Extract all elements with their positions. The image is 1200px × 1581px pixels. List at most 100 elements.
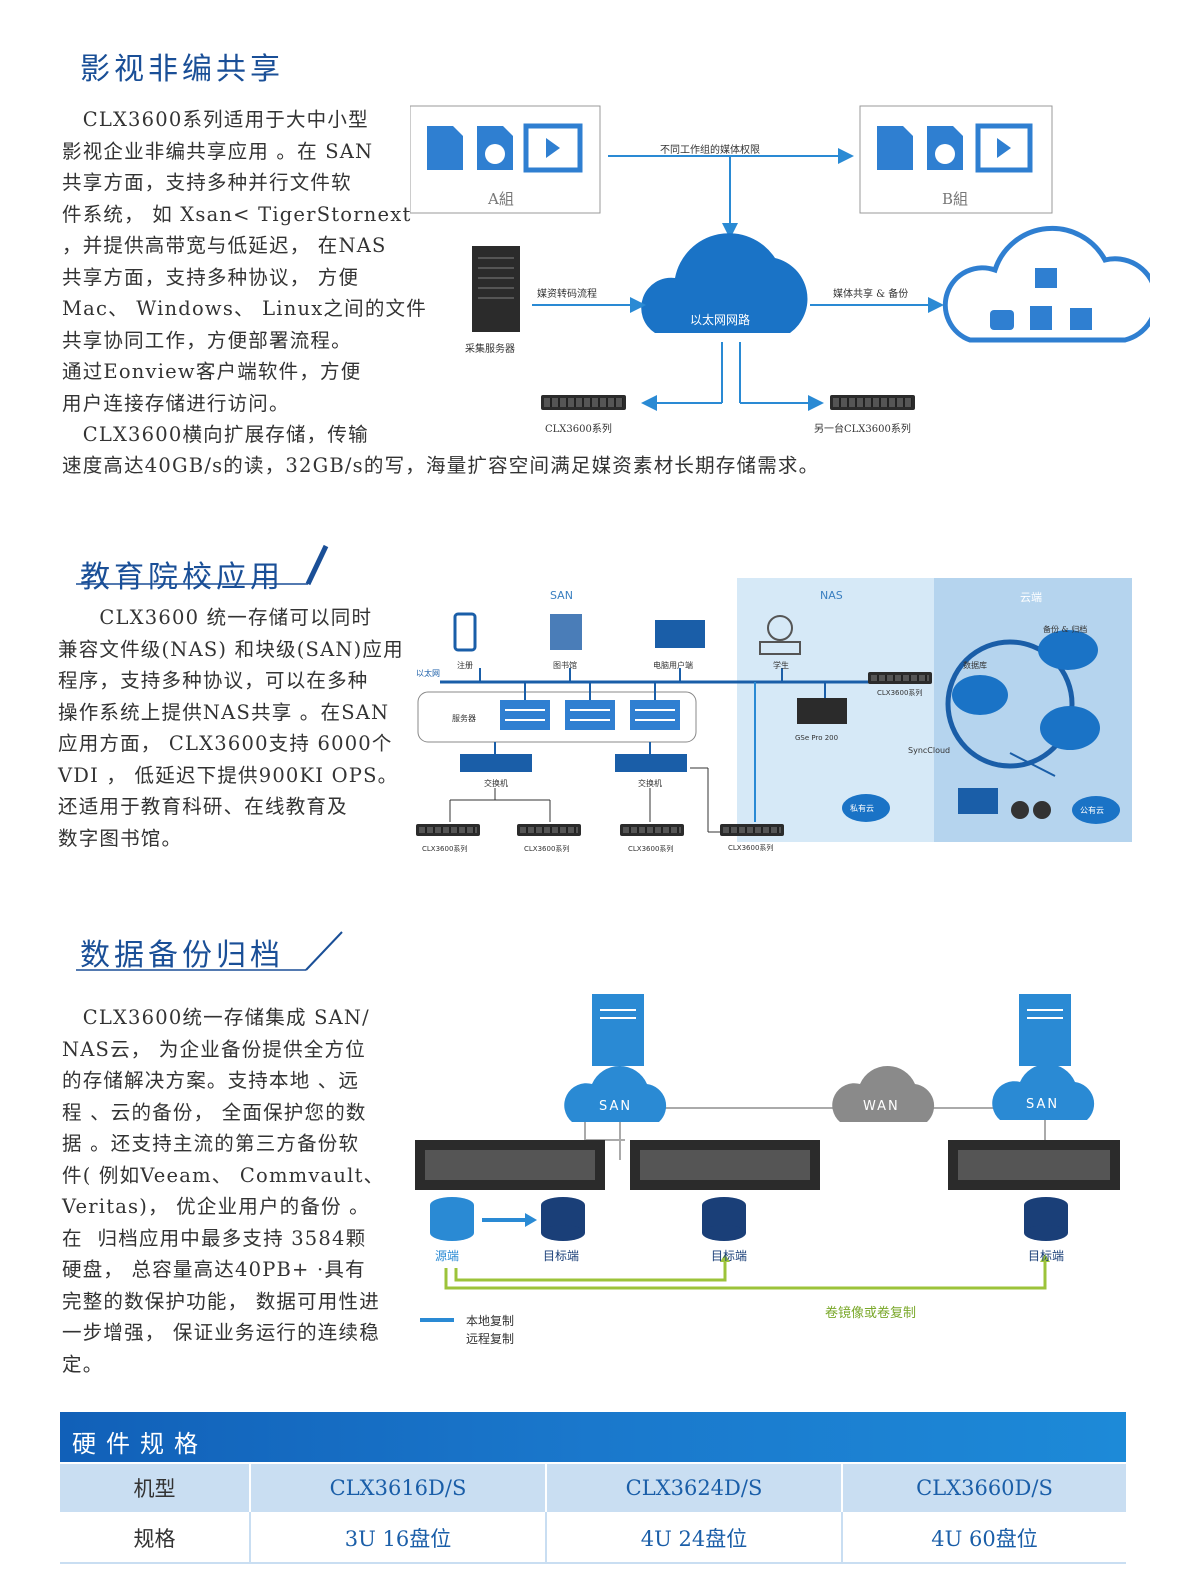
- paragraph-line: CLX3600统一存储集成 SAN/: [62, 1006, 370, 1029]
- media-rights-label: 不同工作组的媒体权限: [660, 145, 760, 156]
- san-label-2: SAN: [1026, 1097, 1060, 1112]
- clx3600-1: [416, 824, 480, 836]
- paragraph-line: Mac、 Windows、 Linux之间的文件: [62, 297, 427, 320]
- paragraph-line: ，并提供高带宽与低延迟， 在NAS: [62, 234, 387, 257]
- spec-header-cell: CLX3660D/S: [916, 1476, 1053, 1500]
- server-label: 服务器: [452, 714, 476, 723]
- san-label-1: SAN: [599, 1099, 633, 1114]
- transcode-label: 媒资转码流程: [537, 289, 597, 300]
- section2-paragraph: CLX3600 统一存储可以同时兼容文件级(NAS) 和块级(SAN)应用程序，…: [58, 602, 408, 854]
- spec-header-row: 机型 CLX3616D/S CLX3624D/S CLX3660D/S: [60, 1464, 1126, 1512]
- paragraph-line: 程 、云的备份， 全面保护您的数: [62, 1100, 367, 1124]
- local-copy-label: 本地复制: [466, 1314, 515, 1328]
- title-underline: [76, 544, 329, 586]
- clx3600-nas: [868, 672, 932, 684]
- spec-cell: 4U 24盘位: [546, 1512, 843, 1564]
- capture-server-label: 采集服务器: [465, 344, 515, 355]
- register-label: 注册: [457, 661, 473, 670]
- paragraph-line: 应用方面， CLX3600支持 6000个: [58, 732, 393, 755]
- group-a-label: A組: [488, 190, 514, 208]
- clx-series-label: CLX3600系列: [545, 424, 612, 435]
- library-label: 图书馆: [553, 661, 577, 670]
- spec-header-cell: CLX3624D/S: [546, 1464, 843, 1512]
- clx-label-3: CLX3600系列: [628, 845, 674, 853]
- pc-user-label: 电脑用户端: [653, 661, 693, 670]
- clx3600-3: [620, 824, 684, 836]
- student-label: 学生: [773, 661, 789, 670]
- group-b-label: B組: [942, 190, 969, 208]
- spec-row: 规格 3U 16盘位 4U 24盘位 4U 60盘位: [60, 1512, 1126, 1564]
- paragraph-line: 据 。还支持主流的第三方备份软: [62, 1132, 360, 1155]
- clx3600-device-other: [830, 395, 915, 410]
- paragraph-line: NAS云， 为企业备份提供全方位: [62, 1037, 366, 1061]
- public-cloud-label: 公有云: [1080, 806, 1104, 815]
- paragraph-line: 定。: [62, 1352, 104, 1376]
- clx3600-4: [720, 824, 784, 836]
- section1-paragraph-last: 速度高达40GB/s的读，32GB/s的写，海量扩容空间满足媒资素材长期存储需求…: [62, 454, 820, 477]
- spec-cell: 3U 16盘位: [250, 1512, 547, 1564]
- ethernet-label: 以太网: [416, 669, 440, 678]
- nas-label: NAS: [820, 589, 843, 602]
- paragraph-line: 共享方面，支持多种协议， 方便: [62, 265, 360, 289]
- spec-table: 机型 CLX3616D/S CLX3624D/S CLX3660D/S 规格 3…: [60, 1464, 1126, 1564]
- share-backup-label: 媒体共享 & 备份: [833, 289, 909, 300]
- volume-mirror-label: 卷镜像或卷复制: [825, 1306, 917, 1321]
- paragraph-line: 影视企业非编共享应用 。在 SAN: [62, 139, 374, 163]
- title-underline: [76, 931, 343, 971]
- media-sharing-diagram: [410, 105, 1150, 411]
- section3-paragraph: CLX3600统一存储集成 SAN/NAS云， 为企业备份提供全方位的存储解决方…: [62, 1002, 414, 1380]
- private-cloud-label: 私有云: [850, 804, 874, 813]
- paragraph-line: 操作系统上提供NAS共享 。在SAN: [58, 700, 390, 724]
- paragraph-line: 件( 例如Veeam、 Commvault、: [62, 1163, 385, 1187]
- spec-header-cell: 机型: [60, 1464, 251, 1512]
- paragraph-line: 数字图书馆。: [58, 826, 183, 850]
- spec-header-cell: CLX3616D/S: [250, 1464, 547, 1512]
- synccloud-label: SyncCloud: [908, 746, 951, 755]
- clx-label-1: CLX3600系列: [422, 845, 468, 853]
- spec-cell: 规格: [60, 1512, 251, 1564]
- target-label-1: 目标端: [543, 1249, 580, 1263]
- target-label-3: 目标端: [1028, 1249, 1065, 1263]
- section1-title: 影视非编共享: [80, 52, 284, 87]
- paragraph-line: Veritas)， 优企业用户的备份 。: [62, 1195, 370, 1218]
- paragraph-line: 用户连接存储进行访问。: [62, 391, 290, 415]
- spec-cell: 4U 60盘位: [931, 1527, 1038, 1551]
- wan-label: WAN: [863, 1099, 900, 1114]
- backup-diagram: [415, 994, 1120, 1322]
- paragraph-line: 硬盘， 总容量高达40PB+ ·具有: [62, 1258, 366, 1281]
- clx3600-2: [517, 824, 581, 836]
- table-bottom-rule: [60, 1562, 1126, 1564]
- gse-label: GSe Pro 200: [795, 734, 839, 742]
- cloud-label: 云端: [1020, 591, 1042, 604]
- target-label-2: 目标端: [711, 1249, 748, 1263]
- clx-nas-label: CLX3600系列: [877, 689, 923, 697]
- section2-title: 教育院校应用: [80, 560, 284, 595]
- paragraph-line: 还适用于教育科研、在线教育及: [58, 795, 348, 818]
- education-diagram: [417, 612, 1120, 833]
- section1-paragraph: CLX3600系列适用于大中小型影视企业非编共享应用 。在 SAN 共享方面，支持…: [62, 104, 427, 451]
- spec-header-bar: 硬件规格: [60, 1412, 1126, 1462]
- paragraph-line: 共享协同工作，方便部署流程。: [62, 328, 352, 352]
- paragraph-line: 的存储解决方案。支持本地 、远: [62, 1069, 360, 1092]
- paragraph-line: 通过Eonview客户端软件，方便: [62, 360, 362, 383]
- paragraph-line: CLX3600 统一存储可以同时: [58, 606, 373, 629]
- ethernet-label: 以太网网路: [690, 313, 751, 327]
- san-label: SAN: [550, 589, 573, 602]
- paragraph-line: 件系统， 如 Xsan< TigerStornext: [62, 202, 412, 226]
- switch-label-1: 交换机: [484, 779, 508, 788]
- paragraph-line: CLX3600横向扩展存储，传输: [62, 423, 369, 446]
- database-label: 数据库: [963, 661, 987, 670]
- paragraph-line: 兼容文件级(NAS) 和块级(SAN)应用: [58, 637, 404, 661]
- section3-title: 数据备份归档: [80, 938, 284, 973]
- backup-archive-label: 备份 & 归档: [1043, 625, 1088, 634]
- source-label: 源端: [435, 1249, 460, 1263]
- clx-label-4: CLX3600系列: [728, 844, 774, 852]
- remote-copy-label: 远程复制: [466, 1332, 515, 1346]
- paragraph-line: CLX3600系列适用于大中小型: [62, 108, 369, 131]
- paragraph-line: 完整的数保护功能， 数据可用性进: [62, 1289, 380, 1313]
- clx-label-2: CLX3600系列: [524, 845, 570, 853]
- paragraph-line: 一步增强， 保证业务运行的连续稳: [62, 1321, 380, 1344]
- clx3600-device: [541, 395, 626, 410]
- paragraph-line: VDI ， 低延迟下提供900KI OPS。: [58, 763, 399, 787]
- spec-title: 硬件规格: [72, 1430, 208, 1458]
